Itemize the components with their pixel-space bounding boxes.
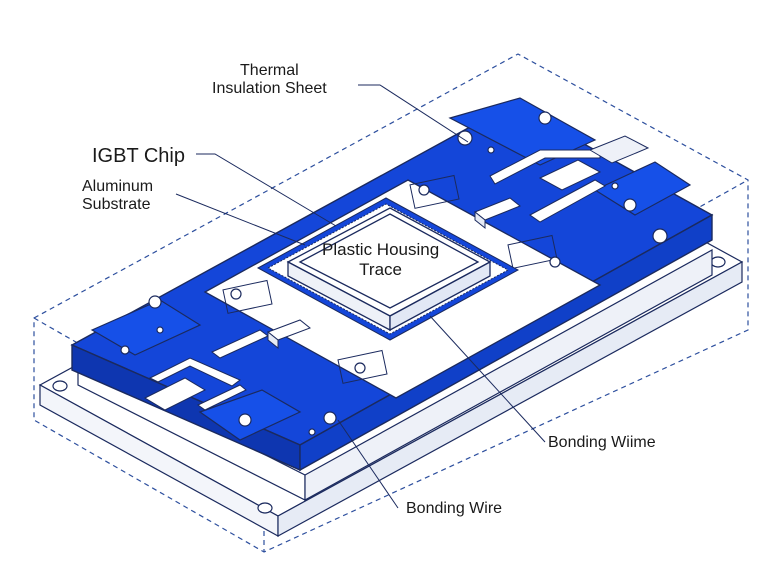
label-bonding-wire-bottom: Bonding Wire: [406, 500, 503, 517]
white-traces: [148, 149, 607, 411]
label-aluminum-line2: Substrate: [82, 196, 151, 214]
substrate-holes: [120, 111, 668, 436]
label-bonding-wire-right: Bonding Wiime: [548, 434, 656, 451]
leader-lines: [175, 84, 546, 509]
connector-pads: [143, 135, 650, 411]
plate-component: [267, 197, 521, 350]
label-igbt-chip: IGBT Chip: [92, 145, 185, 167]
label-housing-line2: Trace: [359, 259, 402, 279]
plate-holes: [230, 184, 561, 374]
label-plastic-housing-trace: Plastic Housing Trace: [322, 240, 439, 279]
base-mounting-holes: [52, 256, 726, 514]
label-aluminum-substrate: Aluminum Substrate: [82, 178, 153, 215]
label-thermal-line2: Insulation Sheet: [212, 80, 327, 98]
corner-blocks: [90, 97, 692, 441]
label-aluminum-line1: Aluminum: [82, 178, 154, 195]
plate-inner-boxes: [222, 174, 558, 384]
igbt-chip: [286, 207, 492, 332]
label-thermal-insulation-sheet: Thermal Insulation Sheet: [212, 62, 327, 99]
label-housing-line1: Plastic Housing: [322, 240, 440, 259]
label-thermal-line1: Thermal: [240, 62, 299, 79]
